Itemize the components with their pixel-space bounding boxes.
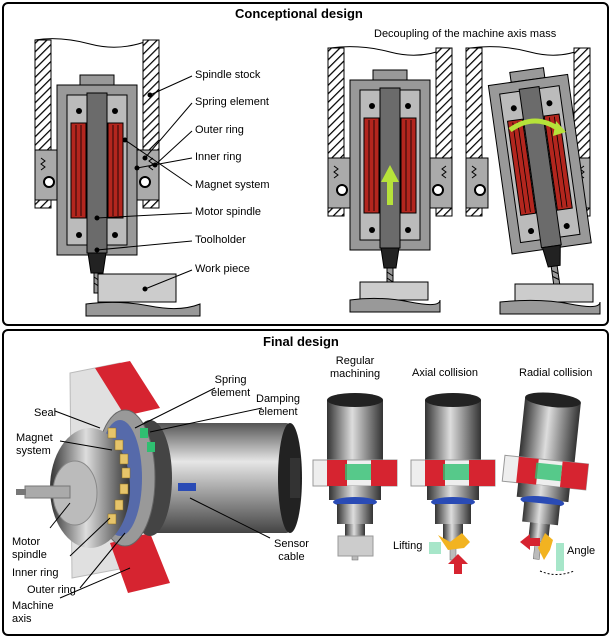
- label-seal: Seal: [34, 407, 57, 419]
- label-outer-ring: Outer ring: [195, 124, 244, 136]
- label-inner-ring-3d: Inner ring: [12, 567, 59, 579]
- label-damping-element: Damping element: [256, 393, 301, 418]
- label-work-piece: Work piece: [195, 263, 250, 275]
- label-motor-spindle-3d: Motor spindle: [12, 536, 47, 561]
- scenario-regular-machining: Regular machining: [330, 355, 381, 380]
- label-motor-spindle: Motor spindle: [195, 206, 262, 218]
- label-sensor-cable: Sensor cable: [274, 538, 309, 563]
- conceptional-diagram: [34, 38, 601, 317]
- label-angle: Angle: [567, 545, 596, 557]
- top-panel-title: Conceptional design: [235, 6, 363, 21]
- label-inner-ring: Inner ring: [195, 151, 242, 163]
- label-spindle-stock: Spindle stock: [195, 69, 261, 81]
- label-magnet-system: Magnet system: [195, 179, 270, 191]
- label-spring-element: Spring element: [195, 96, 269, 108]
- label-magnet-system-3d: Magnet system: [16, 432, 53, 457]
- scenario-radial-collision: Radial collision: [519, 367, 593, 379]
- top-panel-subtitle: Decoupling of the machine axis mass: [374, 28, 557, 40]
- scenario-axial-collision: Axial collision: [412, 367, 479, 379]
- bottom-panel-title: Final design: [263, 334, 339, 349]
- final-design-render: [16, 361, 597, 599]
- label-machine-axis: Machine axis: [12, 600, 54, 625]
- label-outer-ring-3d: Outer ring: [27, 584, 76, 596]
- label-toolholder: Toolholder: [195, 234, 246, 246]
- label-lifting: Lifting: [393, 540, 423, 552]
- label-spring-element-3d: Spring element: [211, 374, 251, 399]
